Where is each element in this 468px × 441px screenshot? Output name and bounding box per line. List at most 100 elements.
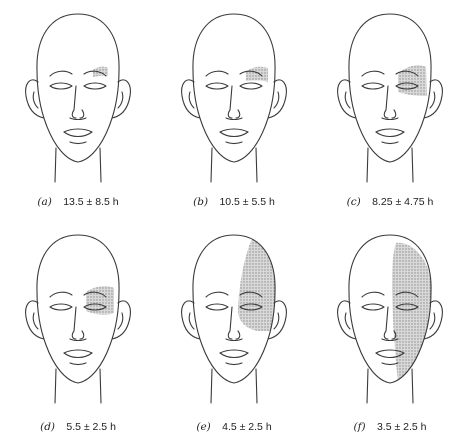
right-eye xyxy=(240,83,262,89)
panel-caption: (b) 10.5 ± 5.5 h xyxy=(156,196,312,208)
left-ear xyxy=(182,80,200,118)
panel-duration: 10.5 ± 5.5 h xyxy=(219,196,274,208)
lower-lip xyxy=(376,132,404,137)
panel-letter: (a) xyxy=(37,196,51,208)
panel-caption: (d) 5.5 ± 2.5 h xyxy=(0,421,156,433)
nostrils xyxy=(226,118,242,120)
nostrils xyxy=(70,339,86,341)
right-ear-inner xyxy=(118,313,123,329)
right-ear xyxy=(112,80,130,118)
panel-c: (c) 8.25 ± 4.75 h xyxy=(312,0,468,220)
left-eye xyxy=(50,83,72,89)
panel-f: (f) 3.5 ± 2.5 h xyxy=(312,221,468,441)
right-ear-inner xyxy=(274,92,279,108)
right-ear xyxy=(268,80,286,118)
nose xyxy=(72,86,83,118)
lower-lip xyxy=(64,132,92,137)
right-ear-inner xyxy=(430,92,435,108)
face-group xyxy=(338,235,443,403)
face-drawing xyxy=(0,221,156,441)
face-group xyxy=(182,14,287,182)
panel-letter: (d) xyxy=(40,421,55,433)
upper-lip xyxy=(64,350,92,353)
right-ear xyxy=(112,301,130,339)
upper-lip xyxy=(376,129,404,132)
face-group xyxy=(338,14,443,182)
left-ear xyxy=(26,301,44,339)
nose xyxy=(384,86,395,118)
left-eyebrow xyxy=(50,71,72,76)
neck-right xyxy=(256,369,257,403)
left-ear-inner xyxy=(345,313,350,329)
lower-lip xyxy=(220,132,248,137)
upper-lip xyxy=(220,350,248,353)
left-ear xyxy=(26,80,44,118)
face-group xyxy=(26,14,131,182)
left-ear-inner xyxy=(33,313,38,329)
neck-left xyxy=(211,148,212,182)
face-drawing xyxy=(312,0,468,220)
face-drawing xyxy=(156,0,312,220)
chin-line xyxy=(226,363,242,365)
chin-line xyxy=(382,142,398,144)
panel-caption: (a) 13.5 ± 8.5 h xyxy=(0,196,156,208)
panel-letter: (e) xyxy=(196,421,210,433)
left-eye xyxy=(362,83,384,89)
head-outline xyxy=(37,14,119,162)
left-ear xyxy=(338,301,356,339)
panel-duration: 8.25 ± 4.75 h xyxy=(372,196,433,208)
shaded-region xyxy=(246,67,268,82)
neck-right xyxy=(412,369,413,403)
panel-d: (d) 5.5 ± 2.5 h xyxy=(0,221,156,441)
shaded-region xyxy=(392,243,431,383)
panel-caption: (f) 3.5 ± 2.5 h xyxy=(312,421,468,433)
lower-lip xyxy=(220,353,248,358)
neck-left xyxy=(211,369,212,403)
panel-caption: (c) 8.25 ± 4.75 h xyxy=(312,196,468,208)
neck-left xyxy=(55,369,56,403)
right-eye xyxy=(84,83,106,89)
left-eye xyxy=(206,304,228,310)
right-ear-inner xyxy=(118,92,123,108)
left-eyebrow xyxy=(362,71,384,76)
panel-duration: 5.5 ± 2.5 h xyxy=(66,421,116,433)
left-ear-inner xyxy=(33,92,38,108)
neck-right xyxy=(100,148,101,182)
left-eyebrow xyxy=(50,292,72,297)
shaded-region xyxy=(398,65,427,96)
neck-left xyxy=(55,148,56,182)
right-ear-inner xyxy=(274,313,279,329)
panel-duration: 4.5 ± 2.5 h xyxy=(222,421,272,433)
left-ear xyxy=(182,301,200,339)
neck-right xyxy=(412,148,413,182)
left-eyebrow xyxy=(206,71,228,76)
lower-lip xyxy=(64,353,92,358)
neck-left xyxy=(367,148,368,182)
neck-right xyxy=(256,148,257,182)
left-ear-inner xyxy=(345,92,350,108)
panel-duration: 13.5 ± 8.5 h xyxy=(63,196,118,208)
chin-line xyxy=(226,142,242,144)
left-eyebrow xyxy=(206,292,228,297)
left-eyebrow xyxy=(362,292,384,297)
face-drawing xyxy=(0,0,156,220)
nostrils xyxy=(382,118,398,120)
chin-line xyxy=(382,363,398,365)
neck-right xyxy=(100,369,101,403)
shaded-region xyxy=(86,286,114,315)
face-drawing xyxy=(312,221,468,441)
chin-line xyxy=(70,363,86,365)
chin-line xyxy=(70,142,86,144)
panel-letter: (f) xyxy=(354,421,366,433)
right-ear-inner xyxy=(430,313,435,329)
panel-duration: 3.5 ± 2.5 h xyxy=(377,421,427,433)
left-eye xyxy=(362,304,384,310)
upper-lip xyxy=(220,129,248,132)
nostrils xyxy=(70,118,86,120)
panel-letter: (b) xyxy=(193,196,208,208)
left-ear xyxy=(338,80,356,118)
panel-letter: (c) xyxy=(347,196,361,208)
left-eye xyxy=(50,304,72,310)
face-group xyxy=(26,235,131,403)
